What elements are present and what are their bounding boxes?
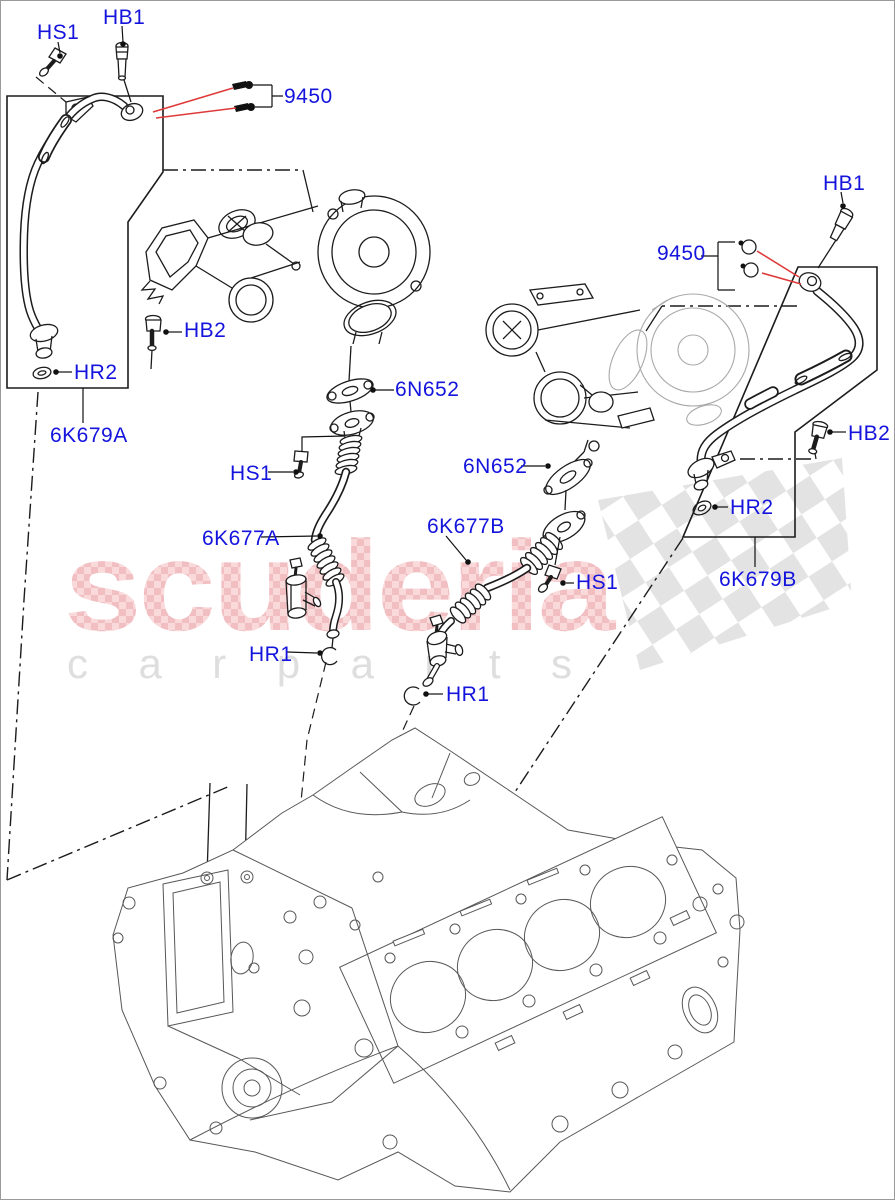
turbo-right-drawing — [485, 283, 750, 465]
part-label-hb2-a[interactable]: HB2 — [184, 319, 227, 342]
part-label-hb1-a[interactable]: HB1 — [103, 6, 146, 29]
part-label-6n652-b[interactable]: 6N652 — [463, 455, 528, 478]
washers-9450-b-icon — [738, 239, 759, 278]
bolt-hb2-b-icon — [808, 420, 829, 455]
washer-hr2-a-icon — [32, 366, 52, 380]
checkered-flag-watermark — [598, 458, 852, 670]
turbo-left-drawing — [140, 189, 431, 382]
bolt-hb1-a-icon — [115, 41, 132, 103]
ring-hr1-b-icon — [403, 686, 421, 706]
bolts-9450-a-icon — [232, 81, 255, 112]
part-label-hs1-b[interactable]: HS1 — [230, 462, 273, 485]
bolt-hb1-b-icon — [829, 207, 854, 242]
brand-subtitle-watermark: c a r p a r t s — [67, 640, 572, 687]
part-label-hr1-a[interactable]: HR1 — [249, 643, 293, 666]
part-label-6k679b[interactable]: 6K679B — [719, 568, 797, 591]
part-label-hs1-a[interactable]: HS1 — [37, 21, 80, 44]
part-label-hs1-c[interactable]: HS1 — [576, 571, 619, 594]
engine-block-drawing — [112, 727, 745, 1193]
part-label-9450-a[interactable]: 9450 — [284, 85, 333, 108]
part-label-hr1-b[interactable]: HR1 — [446, 683, 490, 706]
part-label-6n652-a[interactable]: 6N652 — [395, 378, 460, 401]
red-callout-lines — [152, 87, 802, 285]
gasket-6n652-right — [543, 458, 593, 511]
projection-boxes — [6, 95, 878, 538]
part-label-hb1-b[interactable]: HB1 — [823, 172, 866, 195]
part-label-6k677b[interactable]: 6K677B — [427, 515, 505, 538]
part-label-9450-b[interactable]: 9450 — [657, 242, 706, 265]
ring-hr1-a-icon — [320, 646, 338, 666]
part-label-hr2-b[interactable]: HR2 — [730, 496, 774, 519]
label-leaders — [53, 25, 846, 697]
pipe-6k677b-drawing — [422, 510, 586, 687]
hose-6k679a-drawing — [19, 92, 144, 359]
part-label-6k679a[interactable]: 6K679A — [50, 424, 128, 447]
bolt-hs1-a-icon — [39, 47, 67, 77]
part-label-hr2-a[interactable]: HR2 — [74, 361, 118, 384]
hose-6k679b-drawing — [687, 272, 864, 491]
part-label-6k677a[interactable]: 6K677A — [202, 527, 280, 550]
pipe-6k677a-drawing — [285, 410, 375, 649]
washer-hr2-b-icon — [692, 500, 712, 516]
bolt-hb2-a-icon — [144, 314, 162, 370]
gasket-6n652-left — [326, 378, 374, 413]
bolt-hs1-b-icon — [293, 450, 309, 479]
bolt-hs1-c-icon — [537, 536, 562, 593]
part-label-hb2-b[interactable]: HB2 — [848, 422, 891, 445]
